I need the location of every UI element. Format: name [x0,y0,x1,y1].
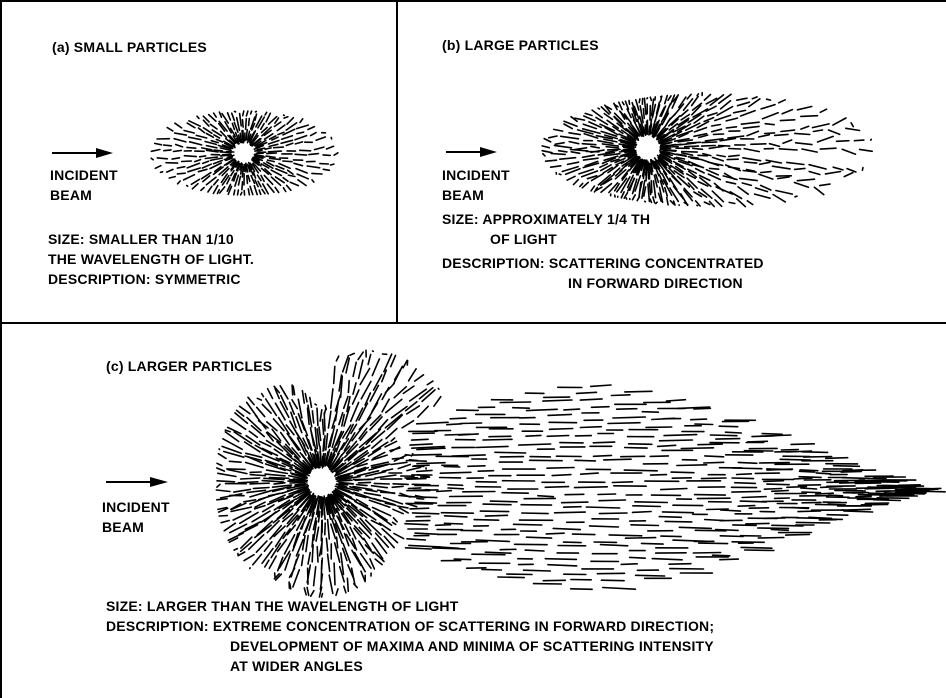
panel-a-beam-label-2: BEAM [50,186,92,204]
incident-beam-arrow-a [52,148,113,158]
incident-beam-arrow-c [106,477,168,487]
scattering-pattern-small [151,111,338,195]
panel-c-title: (c) LARGER PARTICLES [106,357,272,375]
panel-c-description-1: DESCRIPTION: EXTREME CONCENTRATION OF SC… [106,617,714,635]
panel-a-beam-label-1: INCIDENT [50,166,118,184]
panel-b-description-2: IN FORWARD DIRECTION [568,274,743,292]
panel-a-description: DESCRIPTION: SYMMETRIC [48,270,241,288]
panel-b-size-1: SIZE: APPROXIMATELY 1/4 TH [442,210,650,228]
panel-c-size-1: SIZE: LARGER THAN THE WAVELENGTH OF LIGH… [106,597,459,615]
panel-a-title: (a) SMALL PARTICLES [52,38,207,56]
panel-c-beam-label-2: BEAM [102,518,144,536]
panel-b-beam-label-2: BEAM [442,186,484,204]
panel-b-size-2: OF LIGHT [490,230,557,248]
scattering-pattern-large [542,93,872,207]
panel-b-beam-label-1: INCIDENT [442,166,510,184]
panel-c-beam-label-1: INCIDENT [102,498,170,516]
panel-b-description-1: DESCRIPTION: SCATTERING CONCENTRATED [442,254,764,272]
panel-a-size-1: SIZE: SMALLER THAN 1/10 [48,230,234,248]
scattering-pattern-larger [216,350,945,597]
panel-a-size-2: THE WAVELENGTH OF LIGHT. [48,250,254,268]
panel-c-description-3: AT WIDER ANGLES [230,657,363,675]
incident-beam-arrow-b [446,147,497,157]
panel-c-description-2: DEVELOPMENT OF MAXIMA AND MINIMA OF SCAT… [230,637,714,655]
panel-b-title: (b) LARGE PARTICLES [442,36,599,54]
